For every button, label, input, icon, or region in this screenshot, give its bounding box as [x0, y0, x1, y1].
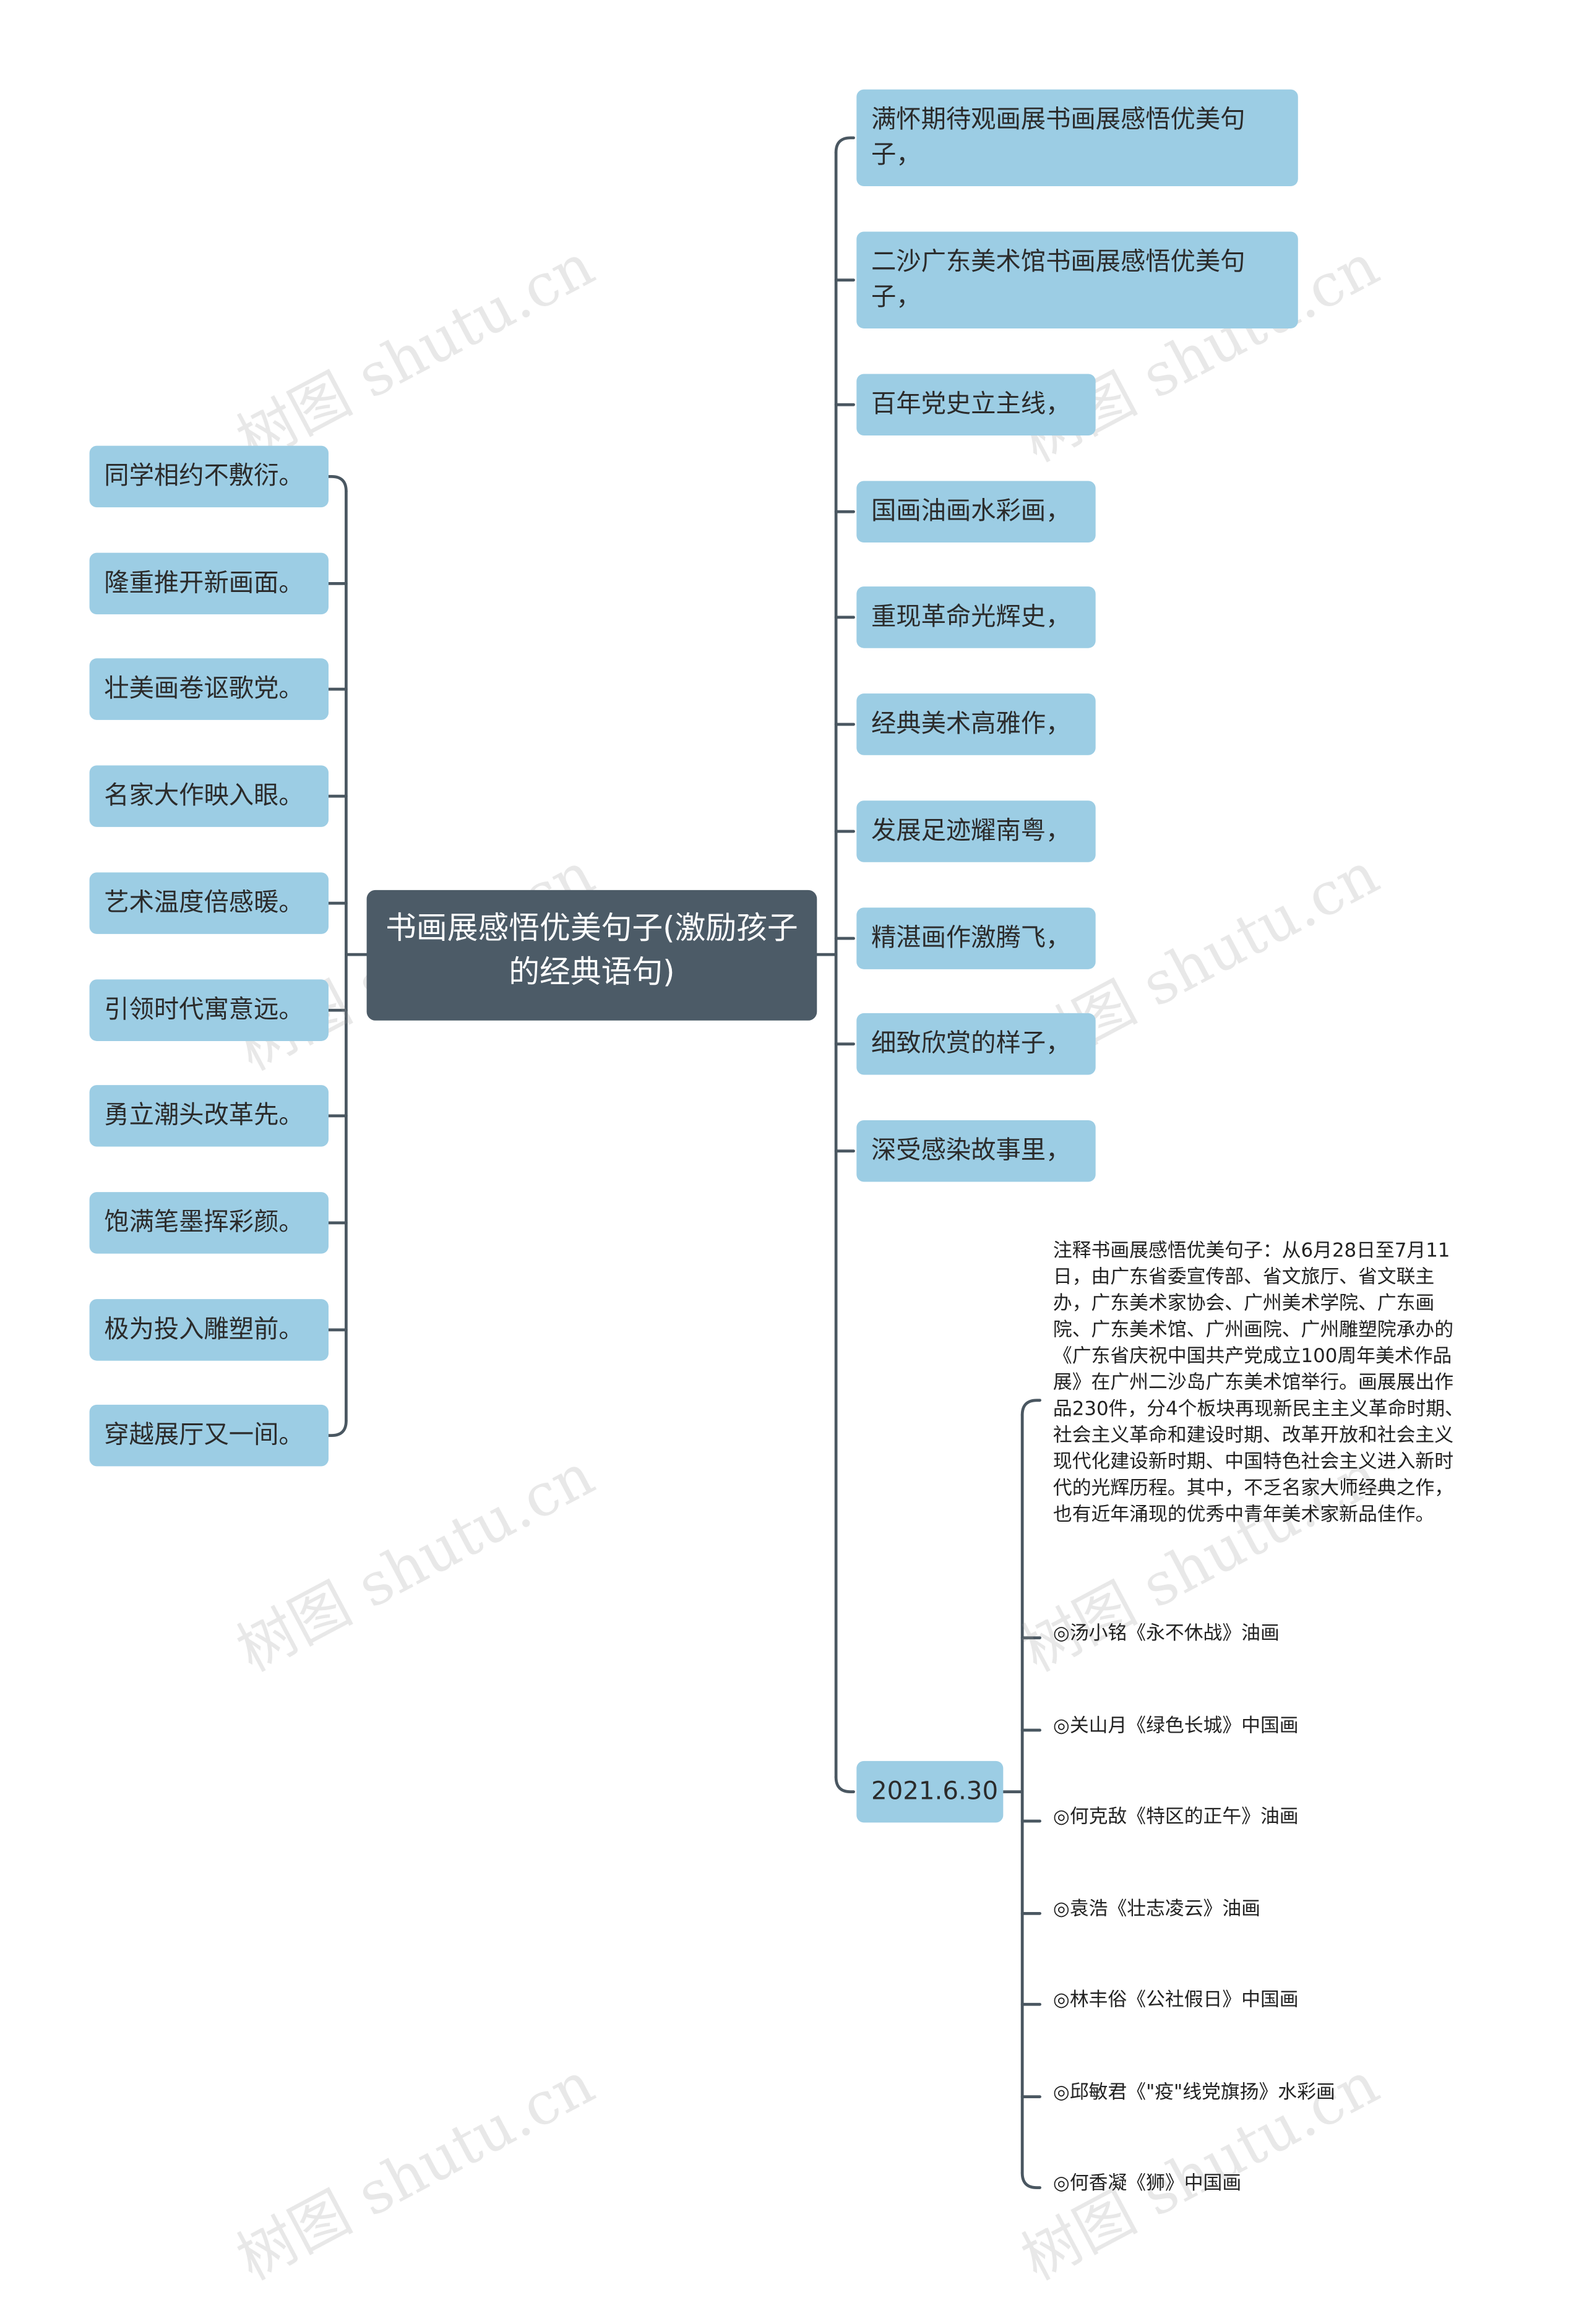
- left-node[interactable]: 隆重推开新画面。: [89, 552, 329, 615]
- right-node[interactable]: 经典美术高雅作，: [856, 693, 1096, 755]
- right-branch: [834, 1775, 855, 1793]
- right-node[interactable]: 二沙广东美术馆书画展感悟优美句子，: [856, 231, 1298, 328]
- left-node[interactable]: 饱满笔墨挥彩颜。: [89, 1192, 329, 1254]
- right-node[interactable]: 国画油画水彩画，: [856, 481, 1096, 543]
- left-branch: [327, 1419, 348, 1437]
- right-node[interactable]: 百年党史立主线，: [856, 374, 1096, 435]
- right-node[interactable]: 精湛画作激腾飞，: [856, 907, 1096, 969]
- artwork-item[interactable]: ◎何香凝《狮》中国画: [1052, 2172, 1242, 2195]
- artwork-item[interactable]: ◎关山月《绿色长城》中国画: [1052, 1715, 1299, 1738]
- right-branch: [834, 136, 855, 154]
- date-node[interactable]: 2021.6.30: [856, 1760, 1004, 1823]
- left-node[interactable]: 艺术温度倍感暖。: [89, 872, 329, 934]
- left-node[interactable]: 同学相约不敷衍。: [89, 445, 329, 508]
- left-node[interactable]: 勇立潮头改革先。: [89, 1085, 329, 1147]
- right-node[interactable]: 细致欣赏的样子，: [856, 1013, 1096, 1075]
- right-node[interactable]: 发展足迹耀南粤，: [856, 800, 1096, 862]
- left-node[interactable]: 引领时代寓意远。: [89, 979, 329, 1041]
- artwork-item[interactable]: ◎袁浩《壮志凌云》油画: [1052, 1898, 1260, 1921]
- left-node[interactable]: 名家大作映入眼。: [89, 765, 329, 827]
- date-branch: [1020, 2171, 1041, 2189]
- left-node[interactable]: 穿越展厅又一间。: [89, 1404, 329, 1467]
- right-node[interactable]: 深受感染故事里，: [856, 1120, 1096, 1182]
- artwork-item[interactable]: ◎邱敏君《"疫"线党旗扬》水彩画: [1052, 2082, 1335, 2104]
- right-node[interactable]: 满怀期待观画展书画展感悟优美句子，: [856, 89, 1298, 187]
- left-node[interactable]: 极为投入雕塑前。: [89, 1299, 329, 1361]
- right-node[interactable]: 重现革命光辉史，: [856, 586, 1096, 648]
- artwork-item[interactable]: ◎汤小铭《永不休战》油画: [1052, 1623, 1280, 1645]
- left-branch: [327, 474, 348, 493]
- artwork-item[interactable]: ◎何克敌《特区的正午》油画: [1052, 1806, 1299, 1829]
- center-topic[interactable]: 书画展感悟优美句子(激励孩子的经典语句): [366, 890, 817, 1021]
- artwork-item[interactable]: ◎林丰俗《公社假日》中国画: [1052, 1989, 1299, 2012]
- left-node[interactable]: 壮美画卷讴歌党。: [89, 658, 329, 720]
- note-text: 注释书画展感悟优美句子：从6月28日至7月11日，由广东省委宣传部、省文旅厅、省…: [1052, 1240, 1464, 1527]
- date-branch: [1020, 1399, 1041, 1417]
